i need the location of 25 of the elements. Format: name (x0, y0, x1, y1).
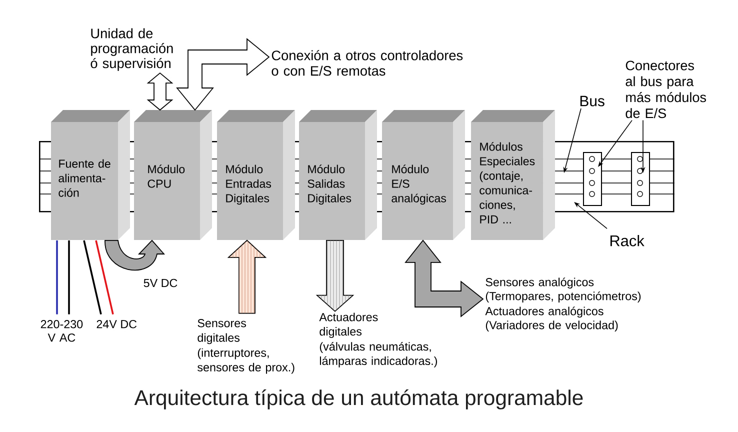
wire (56, 240, 58, 314)
wire (68, 240, 70, 314)
wire (95, 240, 114, 314)
callout-text: Conectores al bus para más módulos de E/S (626, 60, 706, 118)
callout-text: Sensores analógicos (Termopares, potenciómetros) Actuadores analógicos (Variadores de velocidad) (485, 278, 641, 332)
module-block: Módulo Entradas Digitales (217, 110, 295, 240)
callout-text: Sensores digitales (interruptores, sensores de prox.) (198, 319, 294, 374)
module-block: Módulo E/S analógicas (382, 110, 465, 240)
callout-text: Actuadores digitales (válvulas neumáticas, lámparas indicadoras.) (319, 312, 437, 368)
connector-block (583, 152, 602, 206)
module-block: Módulos Especiales (contaje, comunica- ciones, PID ... (471, 110, 555, 240)
connector-block (631, 152, 650, 206)
callout-text: Conexión a otros controladores o con E/S remotas (272, 50, 463, 76)
curved-arrow (104, 240, 164, 271)
callout-text: Unidad de programación ó supervisión (90, 28, 173, 71)
caption: Arquitectura típica de un autómata programable (134, 389, 583, 410)
wire (83, 240, 102, 314)
voltage-label: 24V DC (96, 320, 137, 328)
module-block: Módulo CPU (134, 110, 212, 240)
edge-label: 5V DC (142, 277, 180, 289)
voltage-label: 220-230 V AC (40, 320, 83, 342)
module-block: Módulo Salidas Digitales (299, 110, 377, 240)
module-block: Fuente de alimenta- ción (51, 110, 130, 240)
callout-label: Bus (580, 96, 604, 106)
callout-label: Rack (610, 234, 644, 246)
